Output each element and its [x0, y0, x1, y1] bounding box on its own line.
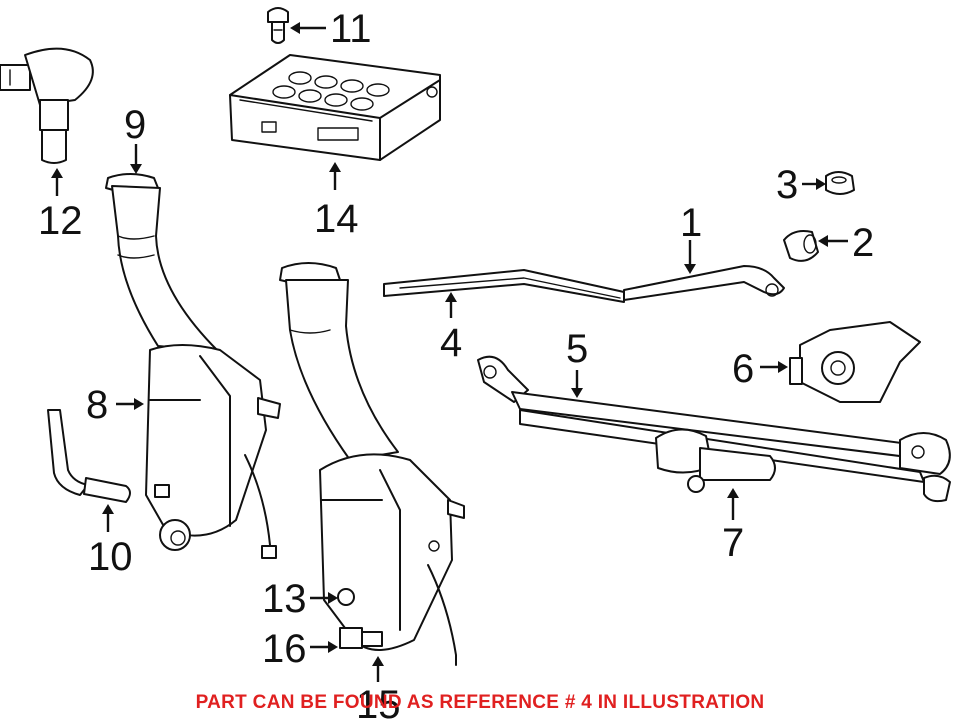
part-4-wiper-blade	[383, 269, 625, 303]
callout-7: 7	[722, 521, 744, 565]
callout-16: 16	[262, 627, 307, 671]
callout-arrows	[51, 22, 848, 682]
part-1-wiper-arm	[623, 265, 785, 301]
part-10-hose	[47, 409, 131, 503]
part-6-motor-bracket	[789, 321, 921, 403]
part-5-wiper-linkage	[477, 355, 951, 503]
callout-14: 14	[314, 197, 359, 241]
part-15-washer-reservoir-right	[279, 262, 465, 666]
part-11-push-pin	[267, 7, 289, 44]
part-7-wiper-motor	[655, 428, 776, 493]
part-2-cap	[783, 230, 819, 262]
callout-labels: 11 14 12 9 8 10 13 16 15 4 1 3 2 6 5 7	[38, 7, 874, 726]
callout-8: 8	[86, 383, 108, 427]
reference-note: PART CAN BE FOUND AS REFERENCE # 4 IN IL…	[195, 692, 765, 713]
callout-6: 6	[732, 347, 754, 391]
callout-9: 9	[124, 103, 146, 147]
callout-10: 10	[88, 535, 133, 579]
callout-2: 2	[852, 221, 874, 265]
part-8-9-washer-reservoir-left	[105, 173, 281, 559]
callout-11: 11	[330, 7, 372, 51]
part-3-nut	[825, 171, 855, 195]
callout-13: 13	[262, 577, 307, 621]
part-14-control-module	[229, 54, 441, 161]
callout-5: 5	[566, 327, 588, 371]
callout-15: 15	[356, 683, 401, 726]
callout-4: 4	[440, 321, 462, 365]
callout-3: 3	[776, 163, 798, 207]
part-12-sensor	[0, 47, 94, 164]
callout-12: 12	[38, 199, 83, 243]
callout-1: 1	[680, 201, 702, 245]
